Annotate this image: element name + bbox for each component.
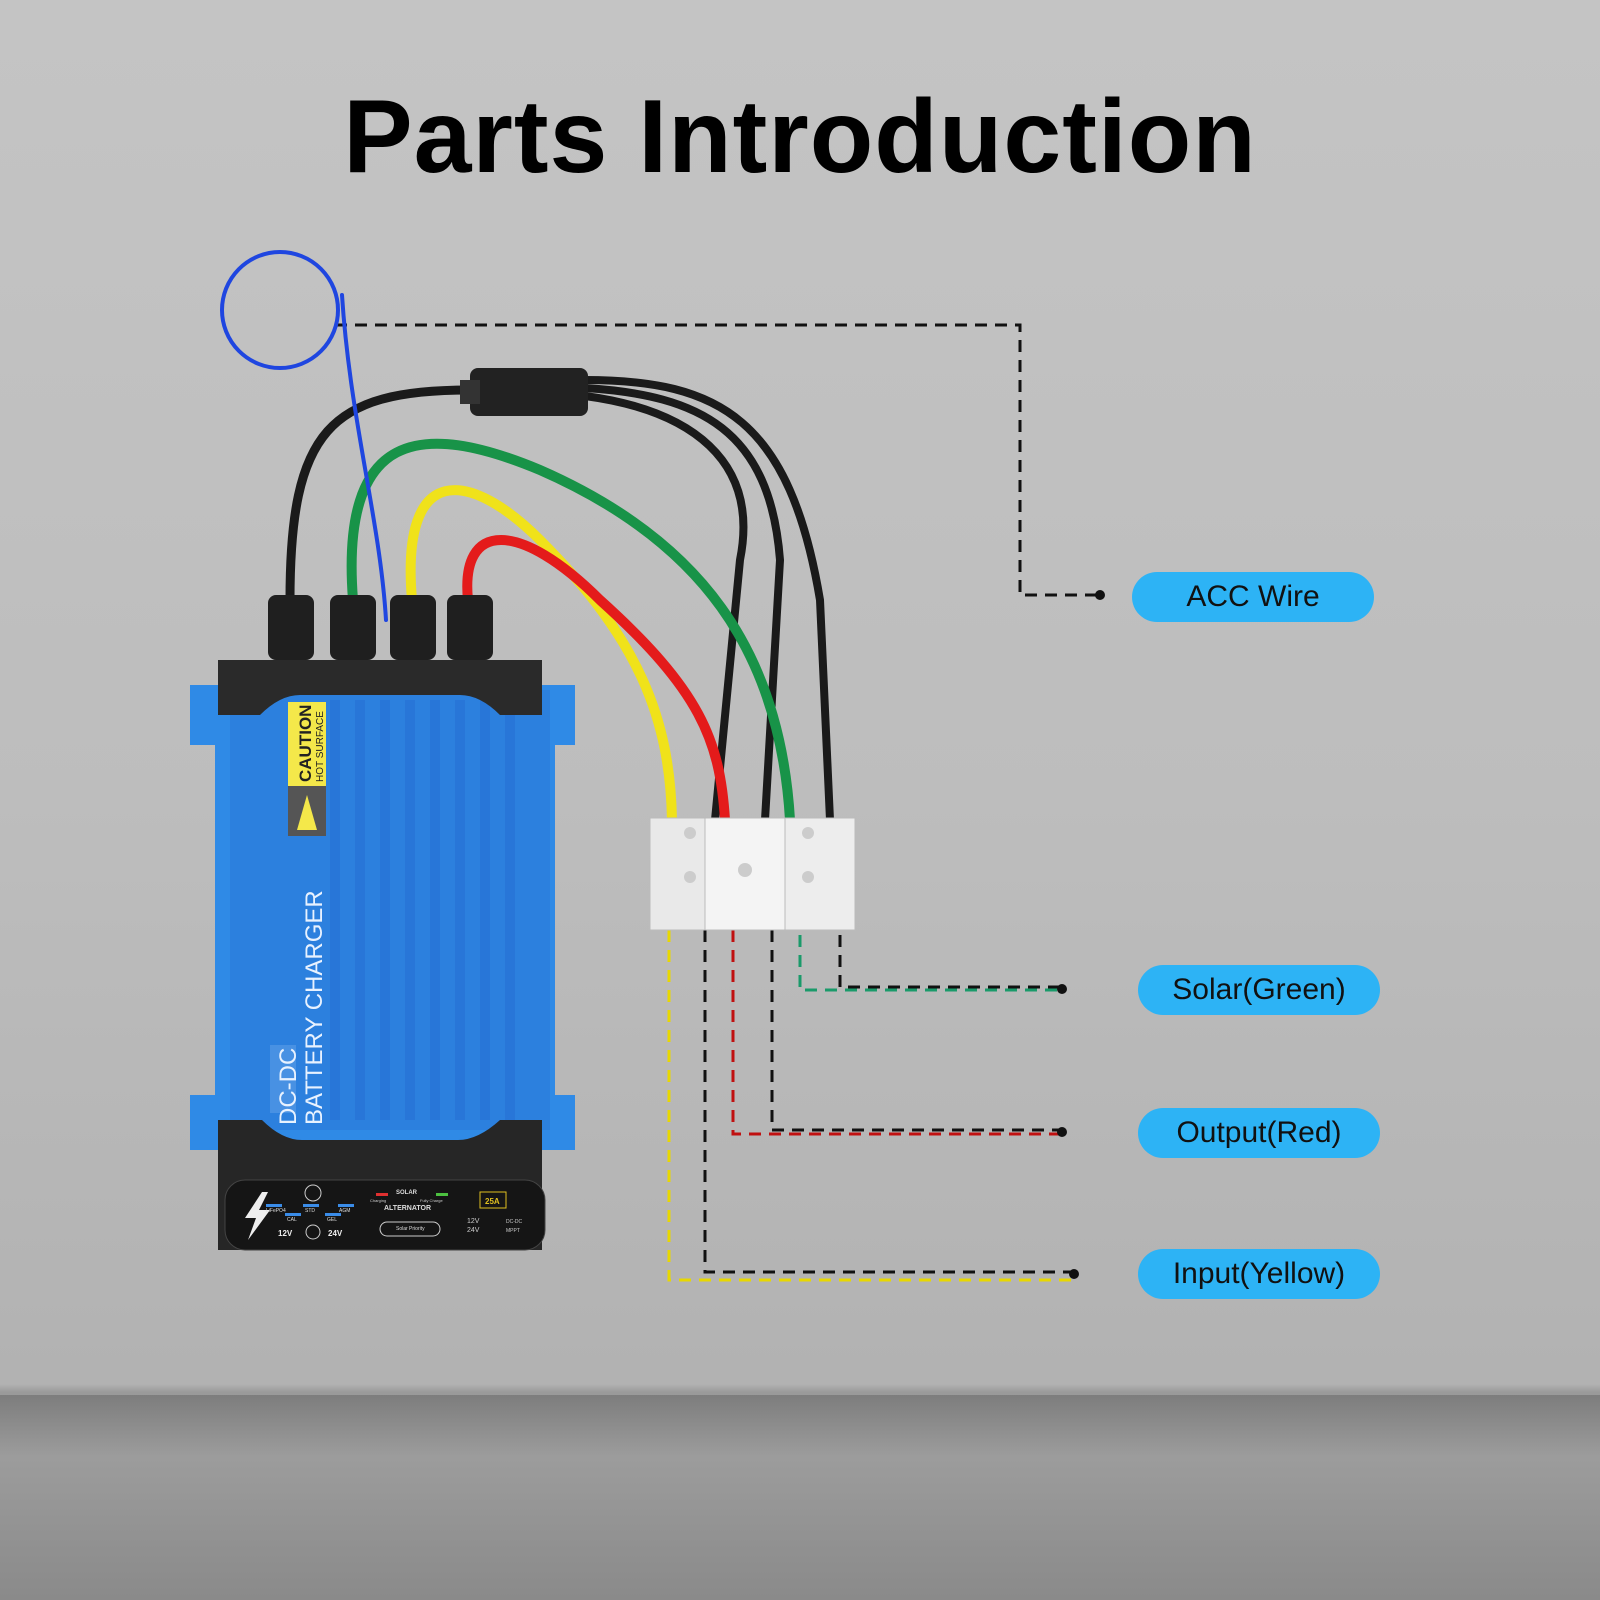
svg-text:Fully Charge: Fully Charge: [420, 1198, 443, 1203]
svg-text:HOT SURFACE: HOT SURFACE: [315, 711, 326, 782]
anderson-connectors: [649, 817, 856, 931]
svg-text:LiFePO4: LiFePO4: [266, 1208, 286, 1214]
svg-text:MPPT: MPPT: [506, 1228, 520, 1234]
svg-text:Charging: Charging: [370, 1198, 386, 1203]
output-leader-black: [770, 930, 1060, 1132]
output-leader-red: [731, 930, 1060, 1136]
svg-text:12V: 12V: [467, 1218, 480, 1225]
lightning-icon: [245, 1192, 270, 1240]
label-solar-green: Solar(Green): [1138, 965, 1380, 1015]
svg-text:AGM: AGM: [339, 1208, 350, 1214]
svg-text:CAL: CAL: [287, 1217, 297, 1223]
dc-dc-charger: CAUTION HOT SURFACE DC-DC 25/40A BATTERY…: [190, 660, 575, 1250]
svg-text:Solar Priority: Solar Priority: [396, 1226, 425, 1232]
input-leader-yellow: [667, 930, 1072, 1282]
svg-text:12V: 12V: [278, 1229, 293, 1238]
svg-text:25A: 25A: [485, 1197, 500, 1206]
page-title: Parts Introduction: [343, 79, 1257, 195]
wire-junction: [470, 368, 588, 416]
label-input-yellow: Input(Yellow): [1138, 1249, 1380, 1299]
leader-dots: [1057, 590, 1105, 1279]
cable-glands: [268, 595, 493, 660]
svg-text:24V: 24V: [328, 1229, 343, 1238]
floor: [0, 1395, 1600, 1600]
label-acc-wire: ACC Wire: [1132, 572, 1374, 622]
svg-text:24V: 24V: [467, 1227, 480, 1234]
svg-text:SOLAR: SOLAR: [396, 1190, 418, 1196]
acc-leader-line: [335, 323, 1098, 597]
svg-text:CAUTION: CAUTION: [296, 705, 315, 782]
input-leader-black: [703, 930, 1072, 1274]
leader-lines: [335, 323, 1098, 1282]
svg-text:DC-DC: DC-DC: [506, 1219, 522, 1225]
label-output-red: Output(Red): [1138, 1108, 1380, 1158]
mode-button: [304, 1184, 322, 1202]
svg-text:STD: STD: [305, 1208, 315, 1214]
acc-wire-coil: [220, 250, 340, 370]
svg-text:GEL: GEL: [327, 1217, 337, 1223]
control-panel: LiFePO4 STD AGM CAL GEL 12V 24V SOLAR Ch…: [224, 1179, 546, 1251]
svg-text:BATTERY CHARGER: BATTERY CHARGER: [301, 890, 328, 1125]
solar-leader-green: [798, 935, 1060, 992]
svg-text:DC-DC 25/40A: DC-DC 25/40A: [275, 964, 302, 1125]
svg-text:ALTERNATOR: ALTERNATOR: [384, 1205, 431, 1212]
wires: [220, 250, 834, 825]
solar-leader-black: [838, 935, 1060, 989]
